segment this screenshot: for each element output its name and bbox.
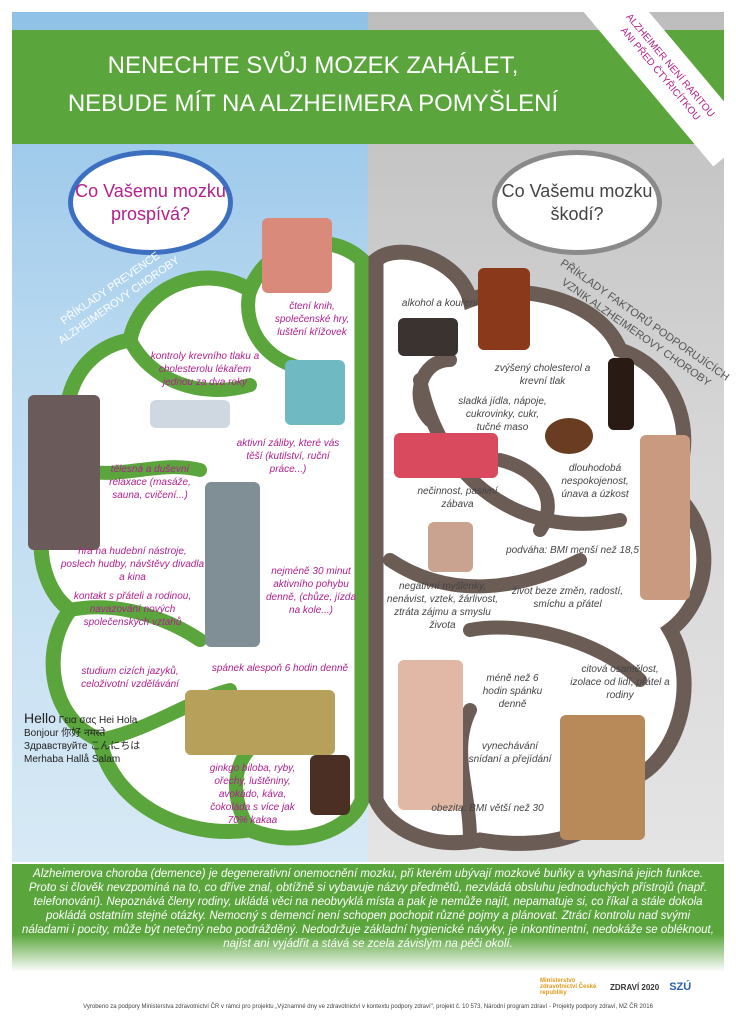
benefit-item: čtení knih, společenské hry, luštění kří… bbox=[274, 301, 350, 338]
benefit-item: kontakt s přáteli a rodinou, navazování … bbox=[73, 591, 192, 628]
risk-item: podváha: BMI menší než 18,5 bbox=[506, 545, 639, 556]
greeting-word: Hola bbox=[116, 715, 138, 726]
benefit-item: aktivní záliby, které vás těší (kutilstv… bbox=[236, 438, 340, 475]
underweight-woman-photo bbox=[640, 435, 690, 600]
greeting-word: नमस्ते bbox=[84, 728, 106, 739]
risk-item: dlouhodobá nespokojenost, únava a úzkost bbox=[561, 463, 629, 500]
benefit-item: tělesná a duševní relaxace (masáže, saun… bbox=[109, 464, 191, 501]
chocolate-photo bbox=[310, 755, 350, 815]
risk-item: sladká jídla, nápoje, cukrovinky, cukr, … bbox=[458, 396, 547, 433]
obese-man-photo bbox=[398, 660, 463, 810]
greeting-word: 你好 bbox=[61, 728, 82, 739]
risk-item: nečinnost, pasivní zábava bbox=[417, 486, 498, 510]
question-right-line-2: škodí? bbox=[550, 203, 604, 224]
blood-pressure-monitor-photo bbox=[150, 400, 230, 428]
couch-man-photo bbox=[394, 433, 498, 478]
greeting-word: Здравствуйте bbox=[24, 741, 88, 752]
risk-item: vynechávání snídaní a přejídání bbox=[468, 741, 552, 765]
angry-man-photo bbox=[428, 522, 473, 572]
hiker-photo bbox=[205, 482, 260, 647]
greeting-word: Merhaba bbox=[24, 754, 64, 765]
benefit-item: studium cizích jazyků, celoživotní vzděl… bbox=[81, 666, 179, 690]
title-line-1: Nenechte svůj mozek zahálet, bbox=[107, 52, 519, 79]
greeting-word: Γεια σας bbox=[58, 715, 97, 726]
risk-item: citová osamělost, izolace od lidí, přáte… bbox=[570, 664, 670, 701]
description-panel: Alzheimerova choroba (demence) je degene… bbox=[12, 864, 724, 972]
risk-item: zvýšený cholesterol a krevní tlak bbox=[494, 363, 591, 387]
greeting-word: Bonjour bbox=[24, 728, 59, 739]
benefit-item: hra na hudební nástroje, poslech hudby, … bbox=[60, 546, 205, 583]
zdravi2020-logo: ZDRAVÍ 2020 bbox=[610, 982, 660, 992]
footer-credits: Vyrobeno za podpory Ministerstva zdravot… bbox=[83, 1004, 653, 1010]
benefit-item: nejméně 30 minut aktivního pohybu denně,… bbox=[265, 566, 357, 616]
title-line-2: nebude mít na alzheimera pomyšlení bbox=[67, 90, 559, 117]
question-right-line-1: Co Vašemu mozku bbox=[501, 180, 653, 201]
language-greetings-collage: Hello Γεια σας Hei Hola Bonjour 你好 नमस्त… bbox=[24, 712, 159, 804]
greeting-word: Salam bbox=[91, 754, 121, 765]
healthy-food-photo bbox=[185, 690, 335, 755]
description-text: Alzheimerova choroba (demence) je degene… bbox=[22, 868, 714, 950]
reading-family-photo bbox=[262, 218, 332, 293]
ministry-logo: Ministerstvo zdravotnictví České republi… bbox=[540, 978, 597, 996]
greeting-word: こんにちは bbox=[90, 741, 141, 752]
question-left-line-2: prospívá? bbox=[110, 203, 191, 224]
question-left-line-1: Co Vašemu mozku bbox=[75, 180, 226, 201]
benefit-item: ginkgo biloba, ryby, ořechy, luštěniny, … bbox=[209, 763, 296, 826]
greeting-word: Hei bbox=[99, 715, 115, 726]
cola-bottle-photo bbox=[608, 358, 634, 430]
cooking-woman-photo bbox=[285, 360, 345, 425]
woman-in-box-photo bbox=[560, 715, 645, 840]
greeting-word: Hallå bbox=[66, 754, 90, 765]
benefit-item: kontroly krevního tlaku a cholesterolu l… bbox=[150, 351, 260, 388]
benefit-item: spánek alespoň 6 hodin denně bbox=[211, 663, 349, 674]
title-banner: Nenechte svůj mozek zahálet, nebude mít … bbox=[12, 30, 724, 144]
drinks-photo bbox=[478, 268, 530, 350]
ashtray-photo bbox=[398, 318, 458, 356]
risk-item: obezita: BMI větší než 30 bbox=[431, 803, 544, 814]
risk-item: méně než 6 hodin spánku denně bbox=[482, 673, 543, 710]
risk-item: život beze změn, radostí, smíchu a přáte… bbox=[511, 586, 624, 610]
logos: Ministerstvo zdravotnictví České republi… bbox=[540, 974, 720, 1000]
saxophone-woman-photo bbox=[28, 395, 100, 550]
risk-item: negativní myšlenky, nenávist, vztek, žár… bbox=[386, 581, 499, 631]
risk-item: alkohol a kouření bbox=[401, 298, 479, 309]
donut-photo bbox=[545, 418, 593, 454]
greeting-word: Hello bbox=[24, 712, 56, 726]
szu-logo: SZÚ bbox=[669, 981, 692, 993]
